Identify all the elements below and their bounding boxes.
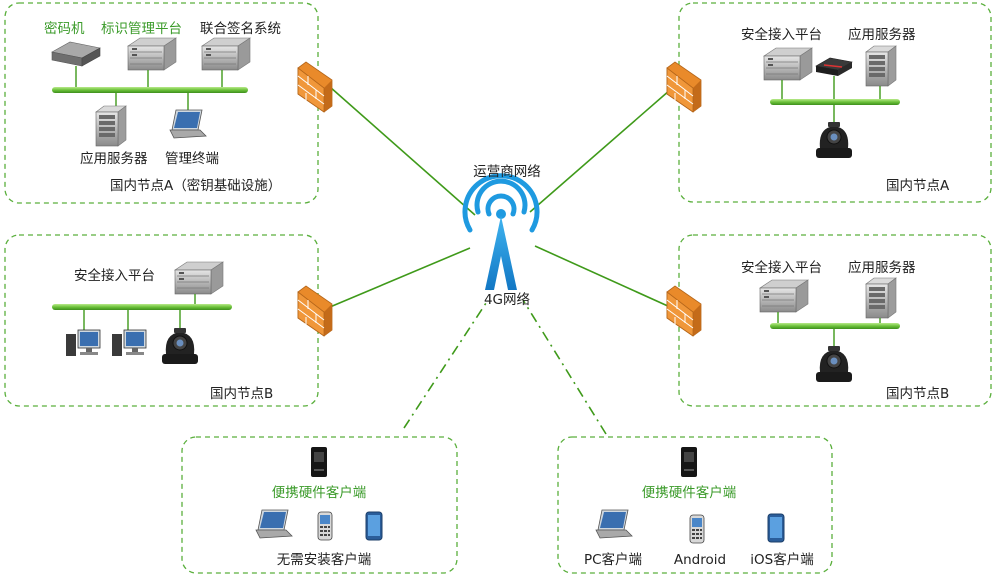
access-platform-label: 安全接入平台 xyxy=(741,259,822,276)
app-server-label: 应用服务器 xyxy=(848,26,916,43)
operator-network-label: 运营商网络 xyxy=(473,164,541,180)
tablet-icon xyxy=(365,511,383,541)
android-label: Android xyxy=(674,552,726,568)
firewall-icon xyxy=(666,61,702,113)
mgmt-terminal-label: 管理终端 xyxy=(165,151,219,167)
app-server-icon xyxy=(865,277,897,319)
crypto-machine-icon xyxy=(51,41,101,67)
video-terminal-icon xyxy=(815,345,853,383)
node-a-left-caption: 国内节点A（密钥基础设施） xyxy=(110,177,281,194)
joint-signature-label: 联合签名系统 xyxy=(200,20,281,37)
network-bus xyxy=(770,323,900,329)
portable-client-label: 便携硬件客户端 xyxy=(272,484,367,501)
rack-server-icon xyxy=(201,37,251,71)
link-b-left xyxy=(329,247,471,308)
app-server-label: 应用服务器 xyxy=(80,150,148,167)
pc-client-label: PC客户端 xyxy=(584,551,642,568)
node-b-left-caption: 国内节点B xyxy=(210,386,273,402)
laptop-icon xyxy=(169,109,207,139)
gateway-icon xyxy=(815,57,853,77)
identity-platform-label: 标识管理平台 xyxy=(101,21,182,37)
android-phone-icon xyxy=(689,514,705,544)
desktop-pc-icon xyxy=(65,329,101,357)
rack-server-icon xyxy=(174,261,224,295)
tablet-icon xyxy=(767,513,785,543)
rack-server-icon xyxy=(759,279,809,313)
network-bus xyxy=(770,99,900,105)
rack-server-icon xyxy=(127,37,177,71)
feature-phone-icon xyxy=(317,511,333,541)
app-server-icon xyxy=(95,105,127,147)
box-node-a-left xyxy=(4,2,319,204)
box-node-a-right xyxy=(678,2,992,203)
rack-server-icon xyxy=(763,47,813,81)
firewall-icon xyxy=(297,61,333,113)
node-a-right-caption: 国内节点A xyxy=(886,178,950,194)
hardware-token-icon xyxy=(311,447,327,477)
network-bus xyxy=(52,87,248,93)
video-terminal-icon xyxy=(161,327,199,365)
no-install-label: 无需安装客户端 xyxy=(277,551,372,568)
video-terminal-icon xyxy=(815,121,853,159)
app-server-icon xyxy=(865,45,897,87)
app-server-label: 应用服务器 xyxy=(848,259,916,276)
crypto-machine-label: 密码机 xyxy=(44,20,85,37)
box-client-left xyxy=(181,436,458,574)
laptop-icon xyxy=(595,509,633,539)
signal-tower-icon xyxy=(462,173,540,290)
firewall-icon xyxy=(666,285,702,337)
uplinks xyxy=(329,86,671,435)
link-b-right xyxy=(534,245,671,308)
link-client-right xyxy=(522,299,607,435)
hardware-token-icon xyxy=(681,447,697,477)
ios-client-label: iOS客户端 xyxy=(750,551,813,568)
firewall-icon xyxy=(297,285,333,337)
link-client-left xyxy=(403,299,489,429)
network-4g-label: 4G网络 xyxy=(484,292,531,308)
node-b-right-caption: 国内节点B xyxy=(886,386,949,402)
box-node-b-left xyxy=(4,234,319,407)
portable-client-label: 便携硬件客户端 xyxy=(642,484,737,501)
access-platform-label: 安全接入平台 xyxy=(74,267,155,284)
access-platform-label: 安全接入平台 xyxy=(741,26,822,43)
link-a-left xyxy=(329,86,476,216)
laptop-icon xyxy=(255,509,293,539)
network-bus xyxy=(52,304,232,310)
desktop-pc-icon xyxy=(111,329,147,357)
link-a-right xyxy=(529,89,671,213)
